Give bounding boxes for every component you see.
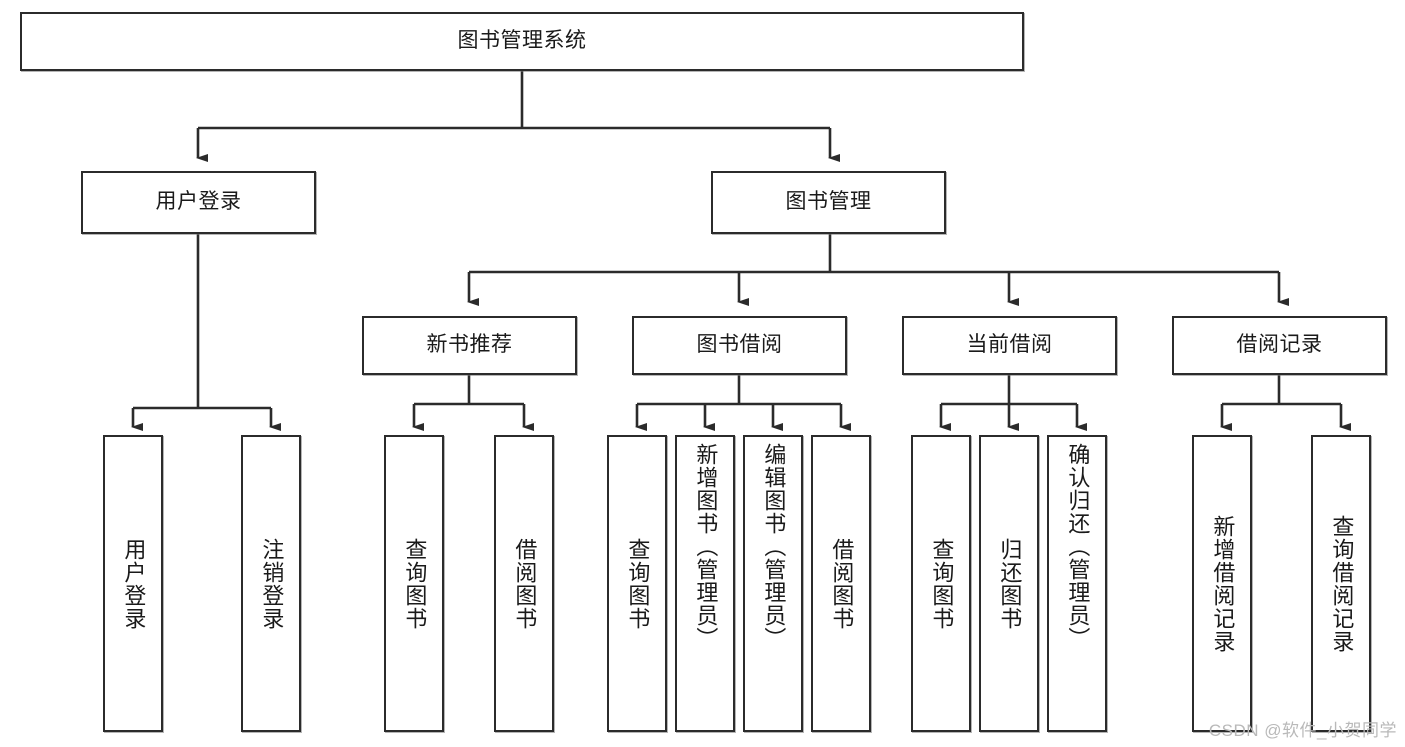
node-book-management-label: 图书管理	[785, 190, 872, 214]
leaf-label: 查询借阅记录	[1329, 514, 1355, 653]
leaf-book-borrow-edit-book-admin[interactable]: 编辑图书（管理员）	[743, 435, 803, 732]
node-user-login-label: 用户登录	[155, 190, 242, 214]
leaf-label: 确认归还（管理员）	[1065, 443, 1091, 650]
node-borrow-record[interactable]: 借阅记录	[1172, 316, 1387, 375]
leaf-new-books-query-book[interactable]: 查询图书	[384, 435, 444, 732]
node-book-borrow[interactable]: 图书借阅	[632, 316, 847, 375]
node-user-login[interactable]: 用户登录	[81, 171, 316, 234]
leaf-book-borrow-query-book[interactable]: 查询图书	[607, 435, 667, 732]
leaf-book-borrow-add-book-admin[interactable]: 新增图书（管理员）	[675, 435, 735, 732]
leaf-label: 查询图书	[929, 537, 955, 630]
leaf-label: 新增图书（管理员）	[693, 443, 719, 650]
leaf-user-login-login[interactable]: 用户登录	[103, 435, 163, 732]
leaf-current-borrow-confirm-return-admin[interactable]: 确认归还（管理员）	[1047, 435, 1107, 732]
node-book-management[interactable]: 图书管理	[711, 171, 946, 234]
leaf-current-borrow-return-book[interactable]: 归还图书	[979, 435, 1039, 732]
node-root[interactable]: 图书管理系统	[20, 12, 1024, 71]
node-book-borrow-label: 图书借阅	[696, 333, 783, 357]
node-new-book-recommend[interactable]: 新书推荐	[362, 316, 577, 375]
leaf-borrow-record-add-record[interactable]: 新增借阅记录	[1192, 435, 1252, 732]
leaf-label: 查询图书	[402, 537, 428, 630]
node-current-borrow-label: 当前借阅	[966, 333, 1053, 357]
leaf-label: 注销登录	[259, 537, 285, 630]
node-borrow-record-label: 借阅记录	[1236, 333, 1323, 357]
leaf-user-login-logout[interactable]: 注销登录	[241, 435, 301, 732]
leaf-label: 归还图书	[997, 537, 1023, 630]
node-root-label: 图书管理系统	[457, 29, 587, 53]
leaf-label: 用户登录	[121, 537, 147, 630]
node-current-borrow[interactable]: 当前借阅	[902, 316, 1117, 375]
leaf-label: 查询图书	[625, 537, 651, 630]
node-new-book-recommend-label: 新书推荐	[426, 333, 513, 357]
leaf-label: 编辑图书（管理员）	[761, 443, 787, 650]
leaf-label: 新增借阅记录	[1210, 514, 1236, 653]
leaf-label: 借阅图书	[512, 537, 538, 630]
leaf-current-borrow-query-book[interactable]: 查询图书	[911, 435, 971, 732]
watermark-text: CSDN @软件_小贺同学	[1208, 721, 1397, 740]
leaf-book-borrow-borrow-book[interactable]: 借阅图书	[811, 435, 871, 732]
leaf-label: 借阅图书	[829, 537, 855, 630]
leaf-borrow-record-query-record[interactable]: 查询借阅记录	[1311, 435, 1371, 732]
leaf-new-books-borrow-book[interactable]: 借阅图书	[494, 435, 554, 732]
